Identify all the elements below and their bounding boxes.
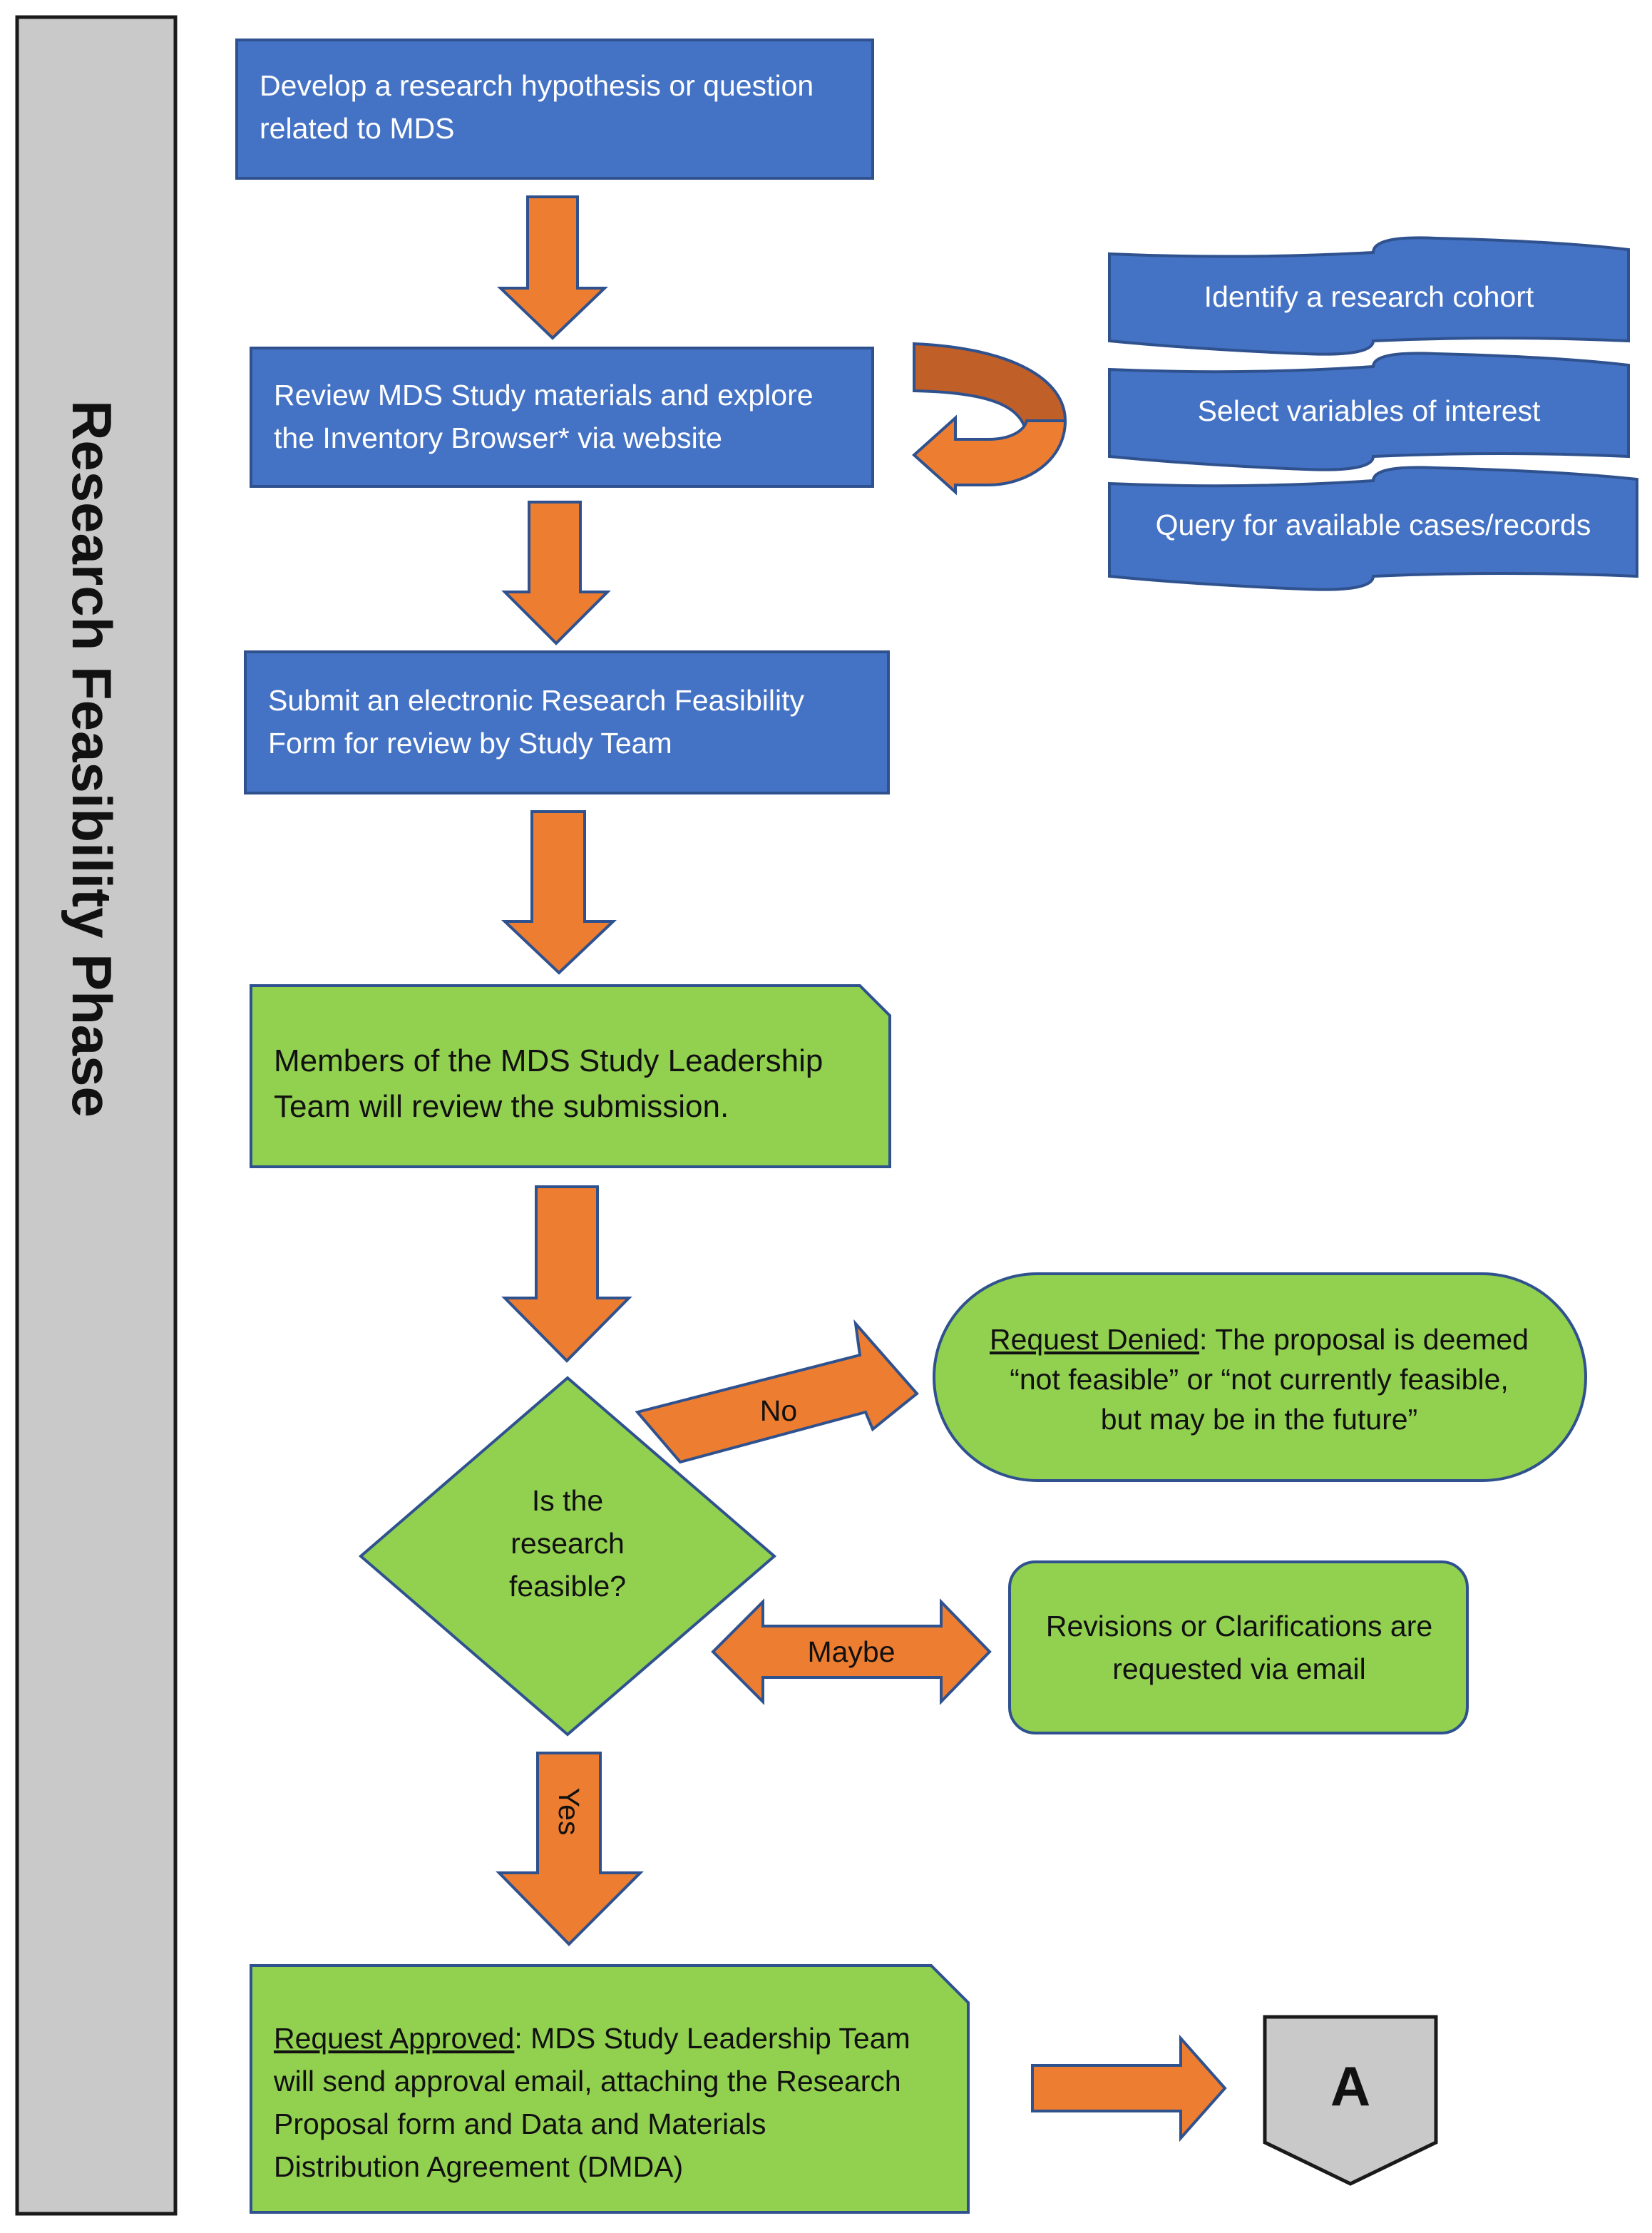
phase-bar xyxy=(15,15,178,2216)
request-denied-box xyxy=(933,1272,1587,1482)
develop-line-1: Develop a research hypothesis or questio… xyxy=(260,69,814,102)
denied-line-1-rest: : The proposal is deemed xyxy=(1199,1323,1529,1356)
inventory-step-2-label: Select variables of interest xyxy=(1198,394,1541,427)
review-line-2: the Inventory Browser* via website xyxy=(274,421,722,454)
arrow-yes xyxy=(496,1752,644,1946)
denied-line-1: Request Denied: The proposal is deemed xyxy=(990,1323,1529,1356)
denied-line-2: “not feasible” or “not currently feasibl… xyxy=(1010,1363,1509,1396)
decision-line-1: Is the xyxy=(532,1484,603,1517)
denied-heading: Request Denied xyxy=(990,1323,1199,1356)
arrow-down-4 xyxy=(501,1185,632,1363)
inventory-step-1-box xyxy=(1108,236,1630,356)
inventory-step-1-label: Identify a research cohort xyxy=(1204,280,1534,313)
leadership-review-box xyxy=(250,984,891,1168)
submit-line-1: Submit an electronic Research Feasibilit… xyxy=(268,684,804,717)
approved-line-1-rest: : MDS Study Leadership Team xyxy=(514,2022,910,2055)
arrow-maybe xyxy=(711,1598,992,1705)
approved-line-4: Distribution Agreement (DMDA) xyxy=(274,2150,683,2183)
approved-line-2: will send approval email, attaching the … xyxy=(273,2065,901,2097)
approved-heading: Request Approved xyxy=(274,2022,514,2055)
inventory-step-3-box xyxy=(1108,466,1638,591)
connector-label: A xyxy=(1330,2055,1370,2117)
decision-line-3: feasible? xyxy=(509,1570,626,1603)
revisions-line-2: requested via email xyxy=(1112,1652,1366,1685)
arrow-to-connector xyxy=(1031,2034,1227,2142)
phase-label: Research Feasibility Phase xyxy=(61,400,123,1118)
denied-line-3: but may be in the future” xyxy=(1101,1403,1417,1436)
submit-line-2: Form for review by Study Team xyxy=(268,727,672,760)
branch-maybe-label: Maybe xyxy=(807,1635,895,1668)
leadership-line-1: Members of the MDS Study Leadership xyxy=(274,1043,823,1078)
approved-line-1: Request Approved: MDS Study Leadership T… xyxy=(274,2022,910,2055)
arrow-down-2 xyxy=(501,501,611,645)
arrow-no xyxy=(635,1319,919,1464)
branch-yes-label: Yes xyxy=(553,1788,585,1836)
develop-hypothesis-box xyxy=(235,39,874,180)
inventory-step-2-box xyxy=(1108,352,1630,471)
leadership-line-2: Team will review the submission. xyxy=(274,1089,729,1124)
approved-line-3: Proposal form and Data and Materials xyxy=(274,2107,766,2140)
inventory-step-3-label: Query for available cases/records xyxy=(1156,509,1591,541)
request-approved-box xyxy=(250,1964,970,2214)
submit-form-box xyxy=(244,650,890,794)
revisions-line-1: Revisions or Clarifications are xyxy=(1046,1610,1432,1642)
arrow-down-1 xyxy=(497,195,608,340)
arrow-down-3 xyxy=(501,810,617,975)
curved-arrow-front xyxy=(912,414,1067,496)
decision-line-2: research xyxy=(511,1527,625,1560)
branch-no-label: No xyxy=(760,1394,797,1427)
review-line-1: Review MDS Study materials and explore xyxy=(274,379,814,412)
develop-line-2: related to MDS xyxy=(260,112,454,145)
revisions-requested-box xyxy=(1008,1560,1469,1734)
feasibility-decision-diamond xyxy=(358,1376,777,1737)
review-materials-box xyxy=(250,347,874,488)
offpage-connector-a xyxy=(1263,2015,1438,2186)
